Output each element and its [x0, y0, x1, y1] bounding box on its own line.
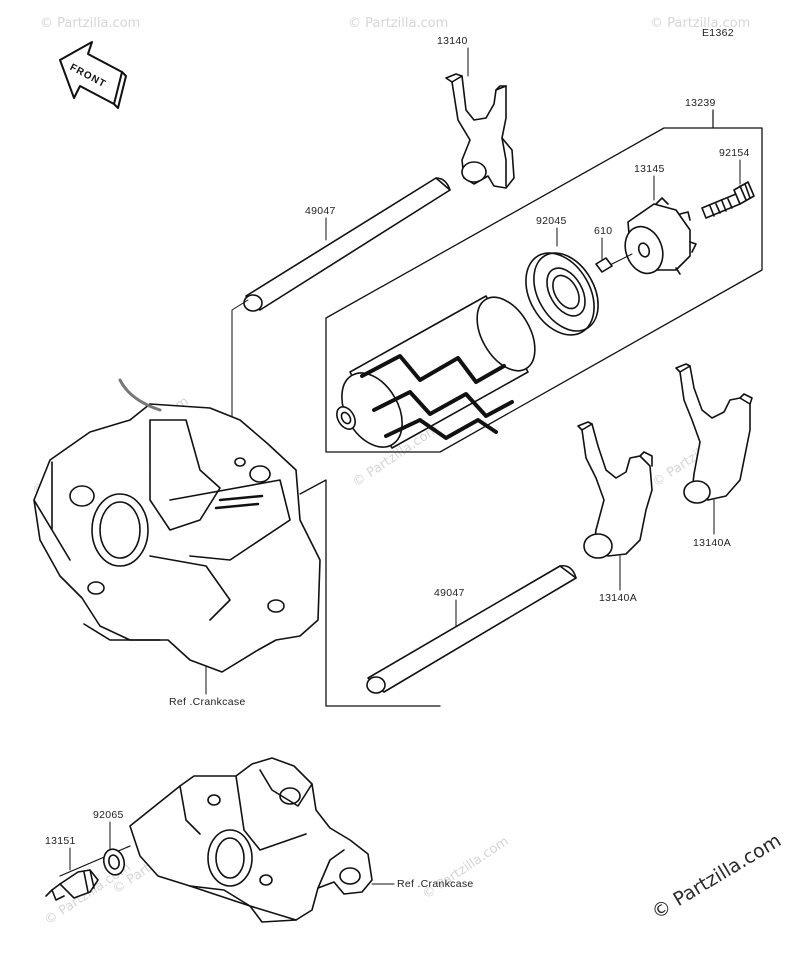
upper-crankcase-icon	[33, 378, 321, 673]
part-label-13239[interactable]: 13239	[685, 97, 716, 109]
shift-drum-icon	[336, 295, 536, 449]
part-label-49047-lower[interactable]: 49047	[434, 587, 465, 599]
shift-fork-right-icon	[675, 363, 753, 504]
part-label-92065[interactable]: 92065	[93, 809, 124, 821]
lower-crankcase-icon	[59, 757, 373, 923]
shift-rod-upper-icon	[243, 177, 451, 312]
part-label-13145[interactable]: 13145	[634, 163, 665, 175]
part-label-610[interactable]: 610	[594, 225, 613, 237]
watermark: © Partzilla.com	[348, 16, 449, 31]
ref-crankcase-upper-label[interactable]: Ref .Crankcase	[169, 696, 246, 708]
lower-assembly-frame	[299, 479, 441, 707]
part-label-92154[interactable]: 92154	[719, 147, 750, 159]
part-label-13140a-right[interactable]: 13140A	[693, 537, 732, 549]
shift-fork-middle-icon	[577, 421, 653, 559]
watermark: © Partzilla.com	[40, 16, 141, 31]
diagram-id: E1362	[702, 27, 734, 39]
shift-rod-lower-icon	[366, 564, 577, 694]
shift-fork-top-icon	[445, 73, 515, 189]
watermark: © Partzilla.com	[650, 16, 751, 31]
ref-crankcase-lower-label[interactable]: Ref .Crankcase	[397, 878, 474, 890]
bearing-icon	[525, 252, 599, 336]
part-label-13140a-middle[interactable]: 13140A	[599, 592, 638, 604]
drum-holder-icon	[611, 197, 697, 275]
pin-icon	[595, 257, 613, 273]
front-arrow-icon	[59, 41, 127, 109]
neutral-switch-icon	[45, 869, 99, 901]
part-label-13151[interactable]: 13151	[45, 835, 76, 847]
part-label-92045[interactable]: 92045	[536, 215, 567, 227]
part-label-13140[interactable]: 13140	[437, 35, 468, 47]
bolt-icon	[701, 181, 755, 219]
part-label-49047-upper[interactable]: 49047	[305, 205, 336, 217]
drum-assembly-frame	[325, 127, 763, 453]
washer-icon	[102, 848, 126, 876]
